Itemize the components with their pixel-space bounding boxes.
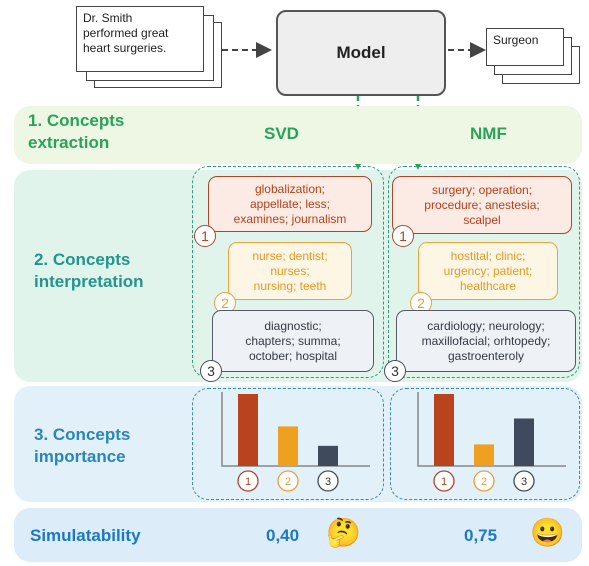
- svd-concept-2: nurse; dentist; nurses; nursing; teeth: [228, 242, 352, 300]
- svd-importance-chart: 1 2 3: [221, 392, 370, 492]
- nmf-importance-chart: 1 2 3: [417, 392, 566, 492]
- row-title-interpretation: 2. Concepts interpretation: [34, 250, 144, 291]
- row-title-importance: 3. Concepts importance: [34, 425, 131, 466]
- input-text: Dr. Smith performed great heart surgerie…: [83, 11, 169, 55]
- model-label: Model: [336, 43, 386, 62]
- svd-concept-3-badge: 3: [200, 360, 222, 382]
- input-document: Dr. Smith performed great heart surgerie…: [76, 6, 204, 72]
- nmf-importance-bar-2: [474, 444, 494, 466]
- svd-concept-1-badge: 1: [194, 225, 216, 247]
- nmf-concepts-panel: [388, 166, 580, 378]
- svd-importance-tick-label-2: 2: [285, 476, 291, 488]
- row-title-extraction: 1. Concepts extraction: [28, 111, 125, 152]
- nmf-importance-tick-label-2: 2: [481, 476, 487, 488]
- extraction-band: [14, 106, 582, 164]
- nmf-concept-1: surgery; operation; procedure; anestesia…: [392, 176, 572, 234]
- svd-importance-bar-1: [238, 394, 258, 466]
- nmf-simulatability-score: 0,75: [464, 526, 498, 545]
- thinking-face-icon: 🤔: [326, 517, 361, 548]
- nmf-importance-badge-circle-1: [433, 470, 455, 492]
- svd-concepts-panel: [192, 166, 384, 378]
- nmf-importance-badge-circle-3: [513, 470, 535, 492]
- svd-importance-tick-label-3: 3: [325, 476, 331, 488]
- column-head-nmf: NMF: [470, 124, 507, 143]
- nmf-concept-2: hostital; clinic; urgency; patient; heal…: [418, 242, 558, 300]
- nmf-concept-3: cardiology; neurology; maxillofacial; or…: [396, 310, 576, 372]
- svd-importance-badge-circle-1: [237, 470, 259, 492]
- nmf-concept-1-badge: 1: [392, 225, 414, 247]
- svd-concept-1: globalization; appellate; less; examines…: [208, 176, 372, 232]
- nmf-concept-3-badge: 3: [384, 360, 406, 382]
- svd-simulatability-score: 0,40: [266, 526, 300, 545]
- svd-importance-panel: [192, 388, 384, 500]
- grinning-face-icon: 😀: [530, 517, 565, 548]
- nmf-importance-tick-label-1: 1: [441, 476, 447, 488]
- model-box: Model: [276, 10, 446, 96]
- row-title-simulatability: Simulatability: [30, 526, 141, 545]
- svd-importance-badge-circle-3: [317, 470, 339, 492]
- nmf-importance-bar-3: [514, 418, 534, 466]
- simulatability-band: [14, 508, 582, 562]
- nmf-importance-tick-label-3: 3: [521, 476, 527, 488]
- nmf-importance-bar-1: [434, 394, 454, 466]
- svd-importance-tick-label-1: 1: [245, 476, 251, 488]
- output-label: Surgeon: [493, 33, 539, 47]
- svd-concept-3: diagnostic; chapters; summa; october; ho…: [212, 310, 374, 372]
- svd-importance-bar-2: [278, 426, 298, 466]
- nmf-importance-panel: [390, 388, 580, 500]
- svd-importance-badge-circle-2: [277, 470, 299, 492]
- svd-importance-bar-3: [318, 445, 338, 466]
- nmf-importance-badge-circle-2: [473, 470, 495, 492]
- output-document: Surgeon: [486, 28, 564, 66]
- column-head-svd: SVD: [264, 124, 299, 143]
